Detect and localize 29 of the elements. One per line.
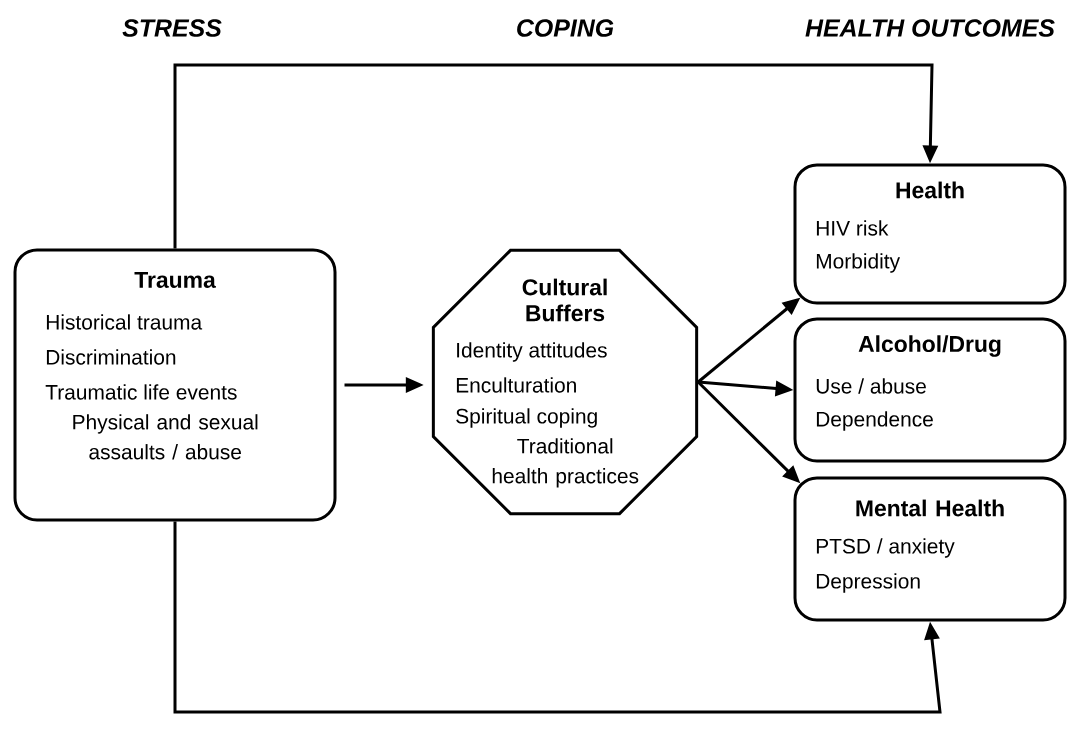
list-item: Morbidity	[816, 253, 900, 273]
arrow	[173, 63, 939, 249]
list-item: Identity attitudes	[457, 342, 607, 362]
process-box	[793, 317, 1067, 463]
list-item: PTSD / anxiety	[816, 538, 955, 558]
process-box	[13, 248, 337, 522]
list-item: Discrimination	[46, 349, 176, 365]
box-heading: Mental Health	[856, 499, 1004, 517]
list-item: Enculturation	[456, 377, 576, 393]
box-heading: Alcohol/Drug	[858, 335, 1001, 357]
list-item: Traumatic life events	[45, 384, 237, 400]
list-item: Use / abuse	[816, 378, 926, 394]
list-item: Physical and sexual assaults / abuse	[73, 414, 258, 460]
box-heading: Cultural Buffers	[522, 278, 607, 322]
process-box	[793, 163, 1067, 305]
box-heading: Health	[896, 181, 964, 199]
box-heading: Trauma	[134, 272, 216, 288]
column-heading: COPING	[517, 19, 614, 37]
column-heading: STRESS	[122, 19, 222, 37]
list-item: HIV risk	[816, 220, 889, 236]
arrow	[173, 521, 942, 714]
list-item: Dependence	[816, 411, 933, 431]
list-item: Spiritual coping	[456, 408, 597, 428]
list-item: Traditional health practices	[492, 438, 639, 488]
list-item: Historical trauma	[46, 314, 203, 330]
process-box	[793, 476, 1067, 622]
list-item: Depression	[816, 573, 920, 593]
column-heading: HEALTH OUTCOMES	[805, 19, 1055, 37]
octagon-box	[431, 248, 699, 516]
